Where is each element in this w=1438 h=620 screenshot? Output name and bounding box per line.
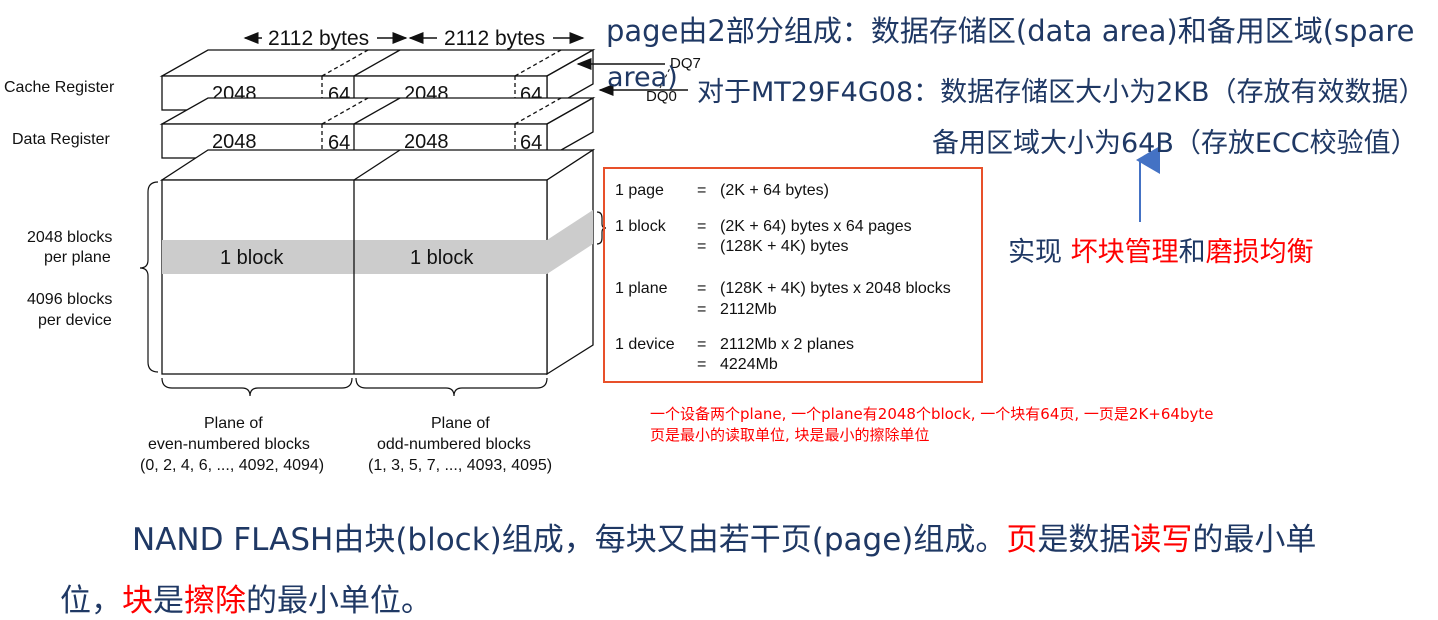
left-brace bbox=[139, 181, 159, 373]
bottom-red-block: 块 bbox=[122, 583, 153, 619]
dq7-label: DQ7 bbox=[670, 55, 701, 72]
block-array: 1 block 1 block bbox=[159, 148, 607, 376]
bottom-red-erase: 擦除 bbox=[184, 583, 246, 619]
impl-and: 和 bbox=[1178, 237, 1206, 268]
formula-plane-value-2: 2112Mb bbox=[720, 301, 777, 318]
impl-bad-block: 坏块管理 bbox=[1070, 237, 1179, 268]
width-label-right: 2112 bytes bbox=[444, 27, 545, 50]
plane-odd-3: (1, 3, 5, 7, ..., 4093, 4095) bbox=[368, 457, 552, 474]
formula-page-value: (2K + 64 bytes) bbox=[720, 182, 829, 199]
formula-block-value-2: (128K + 4K) bytes bbox=[720, 238, 849, 255]
note-title-cont: area) bbox=[607, 62, 678, 93]
dq-connector: DQ7 DQ0 bbox=[576, 55, 701, 105]
blocks-per-plane-1: 2048 blocks bbox=[27, 229, 112, 246]
width-arrows: 2112 bytes 2112 bytes bbox=[243, 27, 585, 50]
formula-block-value-1: (2K + 64) bytes x 64 pages bbox=[720, 218, 912, 235]
formula-plane-term: 1 plane bbox=[615, 280, 668, 297]
dq0-label: DQ0 bbox=[646, 88, 677, 105]
cache-register-label: Cache Register bbox=[4, 79, 115, 96]
bottom-line-2: 位，块是擦除的最小单位。 bbox=[60, 575, 432, 620]
brace-odd bbox=[355, 377, 548, 397]
small-notes: 一个设备两个plane, 一个plane有2048个block, 一个块有64页… bbox=[650, 404, 1213, 446]
formula-page-term: 1 page bbox=[615, 182, 664, 199]
data-register: 2048 64 2048 64 bbox=[159, 96, 596, 160]
plane-even-3: (0, 2, 4, 6, ..., 4092, 4094) bbox=[140, 457, 324, 474]
bottom-text-e: 是 bbox=[153, 583, 184, 619]
formula-device-value-2: 4224Mb bbox=[720, 356, 778, 373]
formula-block-term: 1 block bbox=[615, 218, 666, 235]
note-spare-area: 备用区域大小为64B（存放ECC校验值） bbox=[932, 128, 1418, 159]
data-register-label: Data Register bbox=[12, 131, 110, 148]
plane-even-2: even-numbered blocks bbox=[148, 436, 310, 453]
bottom-red-rw: 读写 bbox=[1130, 522, 1193, 558]
formula-device-value-1: 2112Mb x 2 planes bbox=[720, 336, 855, 353]
plane-even-1: Plane of bbox=[204, 415, 263, 432]
impl-wear-leveling: 磨损均衡 bbox=[1205, 237, 1314, 268]
plane-odd-1: Plane of bbox=[431, 415, 490, 432]
bottom-text-d: 位， bbox=[60, 583, 122, 619]
bottom-text-a: NAND FLASH由块(block)组成，每块又由若干页(page)组成。 bbox=[132, 522, 1007, 558]
impl-prefix: 实现 bbox=[1008, 237, 1071, 268]
formula-plane-value-1: (128K + 4K) bytes x 2048 blocks bbox=[720, 280, 951, 297]
blocks-per-plane-2: per plane bbox=[44, 249, 111, 266]
note-data-area: 对于MT29F4G08：数据存储区大小为2KB（存放有效数据） bbox=[697, 77, 1426, 108]
block-label-right: 1 block bbox=[410, 247, 474, 269]
small-note-1: 一个设备两个plane, 一个plane有2048个block, 一个块有64页… bbox=[650, 405, 1214, 423]
bottom-red-page: 页 bbox=[1006, 522, 1038, 558]
formula-box: 1 page = (2K + 64 bytes) 1 block = (2K +… bbox=[603, 167, 983, 383]
bottom-text-c: 的最小单 bbox=[1192, 522, 1317, 558]
formula-device-term: 1 device bbox=[615, 336, 675, 353]
note-title: page由2部分组成：数据存储区(data area)和备用区域(spare bbox=[606, 14, 1415, 48]
bottom-text-b: 是数据 bbox=[1037, 522, 1131, 558]
bottom-text-f: 的最小单位。 bbox=[246, 583, 432, 619]
blocks-per-device-1: 4096 blocks bbox=[27, 291, 112, 308]
brace-even bbox=[161, 377, 353, 397]
impl-note: 实现 坏块管理和磨损均衡 bbox=[1008, 230, 1314, 269]
width-label-left: 2112 bytes bbox=[268, 27, 369, 50]
blocks-per-device-2: per device bbox=[38, 312, 112, 329]
small-note-2: 页是最小的读取单位, 块是最小的擦除单位 bbox=[650, 426, 930, 444]
bottom-line-1: NAND FLASH由块(block)组成，每块又由若干页(page)组成。页是… bbox=[132, 514, 1316, 559]
data-main-left: 2048 bbox=[212, 131, 257, 153]
data-main-right: 2048 bbox=[404, 131, 449, 153]
block-label-left: 1 block bbox=[220, 247, 284, 269]
data-spare-left: 64 bbox=[328, 132, 350, 154]
plane-odd-2: odd-numbered blocks bbox=[377, 436, 531, 453]
data-spare-right: 64 bbox=[520, 132, 542, 154]
